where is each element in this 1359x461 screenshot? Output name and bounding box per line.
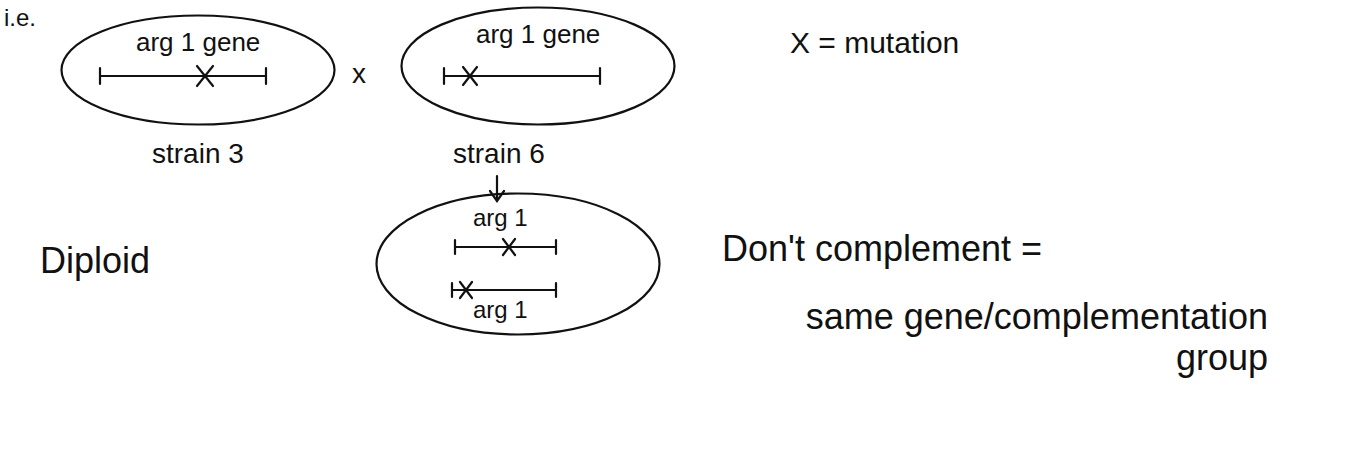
cell-ellipse: arg 1 genestrain 3 — [60, 14, 336, 126]
mutation-mark — [460, 282, 472, 298]
strain-caption: arg 1 — [473, 296, 528, 324]
gene-end — [451, 283, 453, 297]
arrow-head — [490, 191, 504, 201]
cell-label: arg 1 — [473, 204, 528, 232]
mutation-mark — [197, 66, 213, 86]
gene-end — [454, 240, 456, 254]
cell-label: arg 1 gene — [136, 28, 260, 58]
cross-arrow — [496, 176, 498, 200]
note-label: x — [352, 58, 366, 90]
gene-line — [444, 75, 600, 77]
cell-label: arg 1 gene — [476, 20, 600, 50]
note-label: same gene/complementation group — [708, 296, 1268, 379]
strain-caption: strain 6 — [453, 138, 545, 170]
note-label: X = mutation — [790, 26, 959, 61]
gene-end — [265, 68, 267, 84]
mutation-mark — [463, 67, 477, 85]
gene-line — [455, 246, 556, 248]
gene-end — [99, 68, 101, 84]
strain-caption: strain 3 — [152, 138, 244, 170]
mutation-mark — [503, 239, 515, 255]
gene-end — [555, 240, 557, 254]
note-label: i.e. — [4, 4, 36, 32]
note-label: Don't complement = — [722, 228, 1042, 269]
gene-line — [100, 75, 266, 77]
gene-end — [443, 68, 445, 84]
cell-ellipse: arg 1 arg 1 — [375, 192, 661, 336]
gene-end — [599, 68, 601, 84]
note-label: Diploid — [40, 240, 150, 281]
gene-end — [555, 283, 557, 297]
cell-ellipse: arg 1 genestrain 6 — [400, 6, 676, 126]
